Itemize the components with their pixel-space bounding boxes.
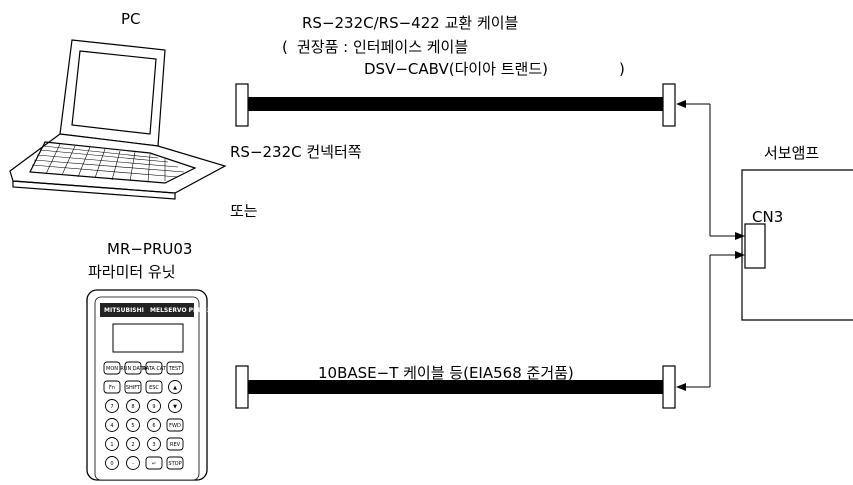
keypad-key-label: RUN DATA	[120, 366, 146, 372]
servo-connector-plug-top	[662, 83, 676, 127]
arrow-icon	[676, 100, 686, 108]
keypad-key	[103, 380, 121, 394]
keypad-key-label: Fn	[109, 385, 115, 391]
keypad-key-label: 6	[152, 423, 155, 429]
keypad-key-label: MON	[106, 366, 118, 372]
arrow-icon	[735, 232, 745, 240]
servo-amplifier	[741, 169, 853, 321]
pru-connector-plug	[235, 365, 249, 409]
cable-top-paren-close: )	[619, 60, 625, 78]
keypad-key	[147, 418, 161, 432]
keypad-key-label: SHIFT	[126, 385, 141, 391]
connector-pc-label: RS−232C 컨넥터쪽	[230, 143, 362, 161]
keypad-key-label: 8	[131, 404, 134, 410]
keypad-key-label: DATA CAT	[142, 366, 167, 372]
keypad-key-label: 9	[152, 404, 155, 410]
keypad-key-label: 0	[110, 461, 113, 467]
keypad-key	[124, 361, 142, 375]
keypad-key-label: STOP	[168, 461, 181, 467]
pc-label: PC	[121, 10, 141, 28]
pc-connector-plug	[235, 83, 249, 127]
keypad-key	[105, 399, 119, 413]
cn3-label: CN3	[752, 208, 783, 226]
cable-top-recommended: 권장품 : 인터페이스 케이블	[297, 38, 468, 56]
keypad-key	[124, 380, 142, 394]
cable-bottom-line	[248, 380, 663, 394]
keypad-key	[166, 437, 184, 451]
keypad-key	[166, 456, 184, 470]
keypad-key	[105, 437, 119, 451]
keypad-key-label: TEST	[168, 366, 182, 372]
cable-top-labels: RS−232C/RS−422 교환 케이블 ( 권장품 : 인터페이스 케이블 …	[282, 14, 625, 78]
arrow-heads	[676, 100, 745, 391]
servo-connector-plug-bottom	[662, 365, 676, 409]
keypad-key-label: 2	[131, 442, 134, 448]
cn3-connector	[744, 223, 766, 269]
cable-bottom-label: 10BASE−T 케이블 등(EIA568 준거품)	[318, 364, 574, 382]
keypad-key	[166, 361, 184, 375]
keypad-key	[126, 456, 140, 470]
keypad-key	[145, 361, 163, 375]
keypad-key	[168, 380, 182, 394]
cable-top-model: DSV−CABV(다이아 트랜드)	[364, 60, 548, 78]
cable-top-paren-open: (	[282, 38, 288, 56]
keypad-key	[145, 456, 163, 470]
keypad-key	[105, 418, 119, 432]
keypad-key	[166, 418, 184, 432]
cable-bottom	[235, 365, 676, 409]
keypad-key	[126, 399, 140, 413]
keypad-key	[103, 361, 121, 375]
keypad-key-label: 5	[131, 423, 134, 429]
keypad-key	[105, 456, 119, 470]
cable-top-title: RS−232C/RS−422 교환 케이블	[302, 14, 518, 32]
keypad-key-label: ▲	[173, 385, 177, 391]
pru-model-label: MR−PRU03	[107, 240, 192, 258]
keypad-key-label: 1	[110, 442, 113, 448]
unit-brand: MITSUBISHI	[104, 307, 144, 314]
keypad-key	[168, 399, 182, 413]
keypad-key-label: -	[132, 461, 134, 467]
keypad-key-label: 3	[152, 442, 155, 448]
keypad-key	[147, 399, 161, 413]
keypad-key-label: ↵	[152, 461, 156, 467]
keypad-key-label: 4	[110, 423, 113, 429]
routing-lines	[685, 103, 737, 388]
arrow-icon	[735, 251, 745, 259]
unit-lcd-display	[112, 323, 184, 353]
keypad-key-label: REV	[170, 442, 181, 448]
cable-top	[235, 83, 676, 127]
keypad-key-label: 7	[110, 404, 113, 410]
arrow-icon	[676, 383, 686, 391]
cable-top-line	[248, 97, 663, 111]
servo-amp-label: 서보앰프	[764, 144, 819, 162]
pru-name-label: 파라미터 유닛	[88, 263, 176, 281]
unit-model: MELSERVO PRU03	[150, 307, 211, 314]
keypad-key	[126, 437, 140, 451]
keypad-key	[145, 380, 163, 394]
or-label: 또는	[230, 202, 258, 220]
keypad-key-label: ESC	[149, 385, 159, 391]
laptop-icon	[9, 39, 227, 200]
keypad-key	[126, 418, 140, 432]
keypad-key-label: ▼	[173, 404, 177, 410]
unit-header-bar	[100, 303, 194, 317]
keypad-key	[147, 437, 161, 451]
keypad-key-label: FWD	[169, 423, 181, 429]
